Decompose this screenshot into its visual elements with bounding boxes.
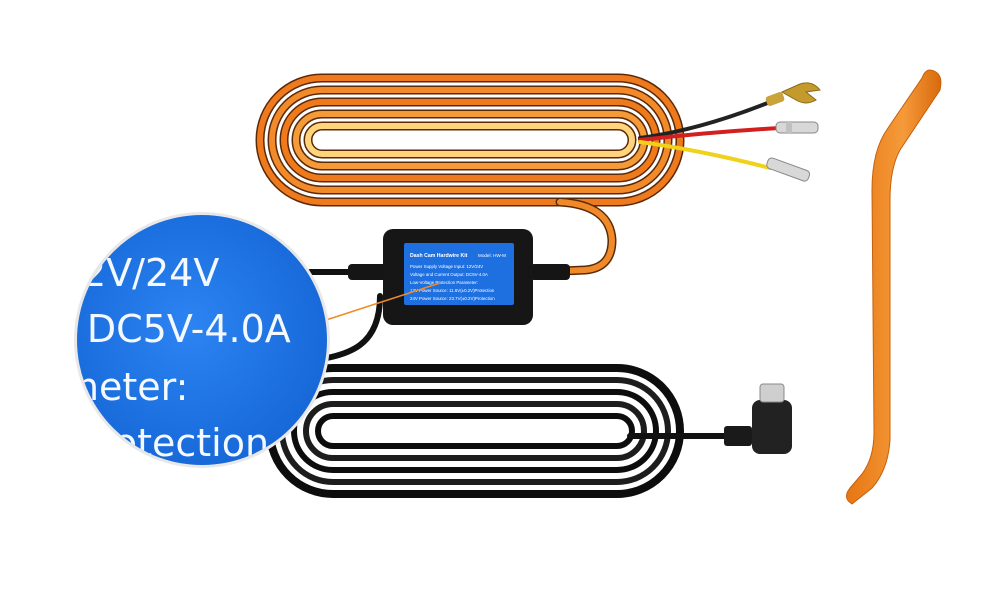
zoom-line: )Protection <box>62 421 269 465</box>
label-line: Power Supply Voltage Input: 12V/24V <box>410 264 483 269</box>
product-label: Dash Cam Hardwire Kit Model: HW-M Power … <box>410 253 506 301</box>
label-line: 24V Power Source: 23.7V(±0.2V)Protection <box>410 296 495 301</box>
zoom-pointer <box>319 282 441 323</box>
label-line: Voltage and Current Output: DC5V-4.0A <box>410 272 488 277</box>
zoom-magnifier: 2V/24V : DC5V-4.0A meter: )Protection <box>62 212 330 468</box>
black-coiled-cable <box>266 269 738 498</box>
fork-terminal-icon <box>765 82 821 106</box>
label-line: Low-Voltage Protection Parameter: <box>410 280 478 285</box>
bullet-connector-icon <box>775 121 819 134</box>
label-title: Dash Cam Hardwire Kit <box>410 253 468 259</box>
label-line: 12V Power Source: 11.6V(±0.2V)Protection <box>410 288 495 293</box>
zoom-line: 2V/24V <box>82 251 219 295</box>
zoom-line: : DC5V-4.0A <box>62 307 291 351</box>
usb-c-plug-icon <box>724 383 792 454</box>
label-model: Model: HW-M <box>478 253 506 258</box>
wire-leads <box>638 100 782 170</box>
converter-box <box>348 229 570 325</box>
pry-tool <box>846 69 942 505</box>
orange-coiled-cable <box>255 73 685 277</box>
bullet-connector-icon <box>766 157 811 182</box>
zoom-line: meter: <box>62 365 188 409</box>
